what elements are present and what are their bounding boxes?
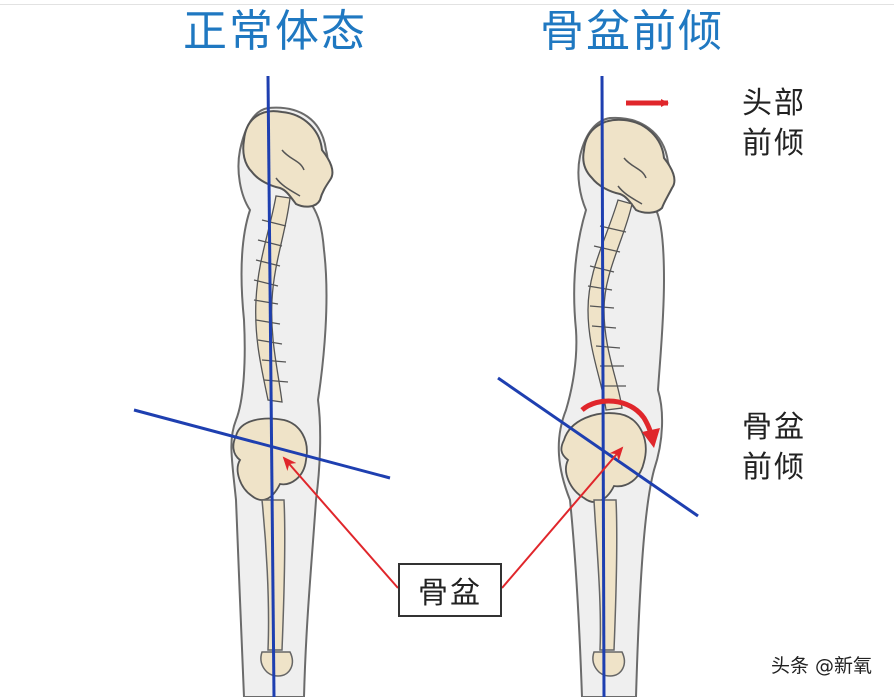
tilted-plumb-line [600, 75, 606, 697]
tilted-skull [582, 118, 676, 214]
normal-pelvis-line [133, 408, 391, 480]
anterior-tilt-figure [497, 75, 699, 697]
label-head-forward-line2: 前倾 [742, 126, 806, 161]
normal-knee [260, 651, 294, 677]
tilted-pelvis-line [497, 376, 699, 518]
label-head-forward: 头部 前倾 [742, 84, 806, 164]
normal-pelvis [232, 417, 308, 501]
label-pelvis-forward: 骨盆 前倾 [742, 408, 806, 488]
label-pelvis-forward-line2: 前倾 [742, 450, 806, 485]
tilted-knee [592, 651, 626, 677]
top-divider [0, 4, 894, 5]
callout-pointer-left [282, 456, 399, 589]
tilted-femur [593, 499, 618, 651]
normal-plumb-line [266, 75, 276, 697]
pelvis-callout-box: 骨盆 [398, 563, 502, 617]
title-normal-posture: 正常体态 [183, 6, 367, 57]
callout-pointer-right [501, 446, 624, 589]
label-pelvis-forward-line1: 骨盆 [742, 410, 806, 445]
title-anterior-pelvic-tilt: 骨盆前倾 [540, 6, 724, 57]
normal-posture-figure [133, 75, 391, 697]
normal-skull [242, 110, 334, 208]
label-head-forward-line1: 头部 [742, 86, 806, 121]
watermark: 头条 @新氧 [770, 655, 872, 677]
